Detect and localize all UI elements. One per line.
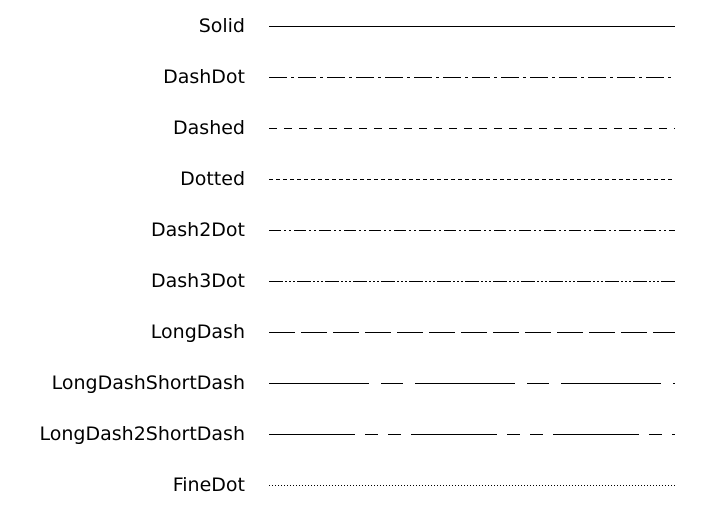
line-style-label: Dash3Dot bbox=[150, 270, 245, 292]
line-style-sample bbox=[269, 230, 675, 231]
line-style-sample bbox=[269, 485, 675, 486]
line-style-row: LongDash bbox=[0, 306, 705, 357]
line-style-label: Dotted bbox=[180, 168, 245, 190]
line-style-label: Dashed bbox=[173, 117, 245, 139]
line-style-row: Dash2Dot bbox=[0, 204, 705, 255]
line-style-sample bbox=[269, 281, 675, 282]
line-style-row: LongDashShortDash bbox=[0, 357, 705, 408]
line-style-sample bbox=[269, 77, 675, 78]
line-style-row: Solid bbox=[0, 0, 705, 51]
line-style-sample bbox=[269, 26, 675, 27]
line-style-label: Dash2Dot bbox=[150, 219, 245, 241]
line-style-sample bbox=[269, 179, 675, 180]
line-style-label: Solid bbox=[198, 15, 245, 37]
line-style-sample bbox=[269, 332, 675, 333]
line-style-row: FineDot bbox=[0, 459, 705, 510]
line-style-label: LongDash bbox=[150, 321, 245, 343]
line-style-sample bbox=[269, 383, 675, 384]
line-style-label: DashDot bbox=[163, 66, 245, 88]
line-style-row: Dashed bbox=[0, 102, 705, 153]
line-style-label: LongDashShortDash bbox=[51, 372, 245, 394]
line-style-row: Dotted bbox=[0, 153, 705, 204]
line-style-label: LongDash2ShortDash bbox=[39, 423, 245, 445]
line-style-row: Dash3Dot bbox=[0, 255, 705, 306]
line-style-row: LongDash2ShortDash bbox=[0, 408, 705, 459]
line-style-label: FineDot bbox=[172, 474, 245, 496]
line-style-row: DashDot bbox=[0, 51, 705, 102]
line-style-sample bbox=[269, 434, 675, 435]
line-style-sample bbox=[269, 128, 675, 129]
